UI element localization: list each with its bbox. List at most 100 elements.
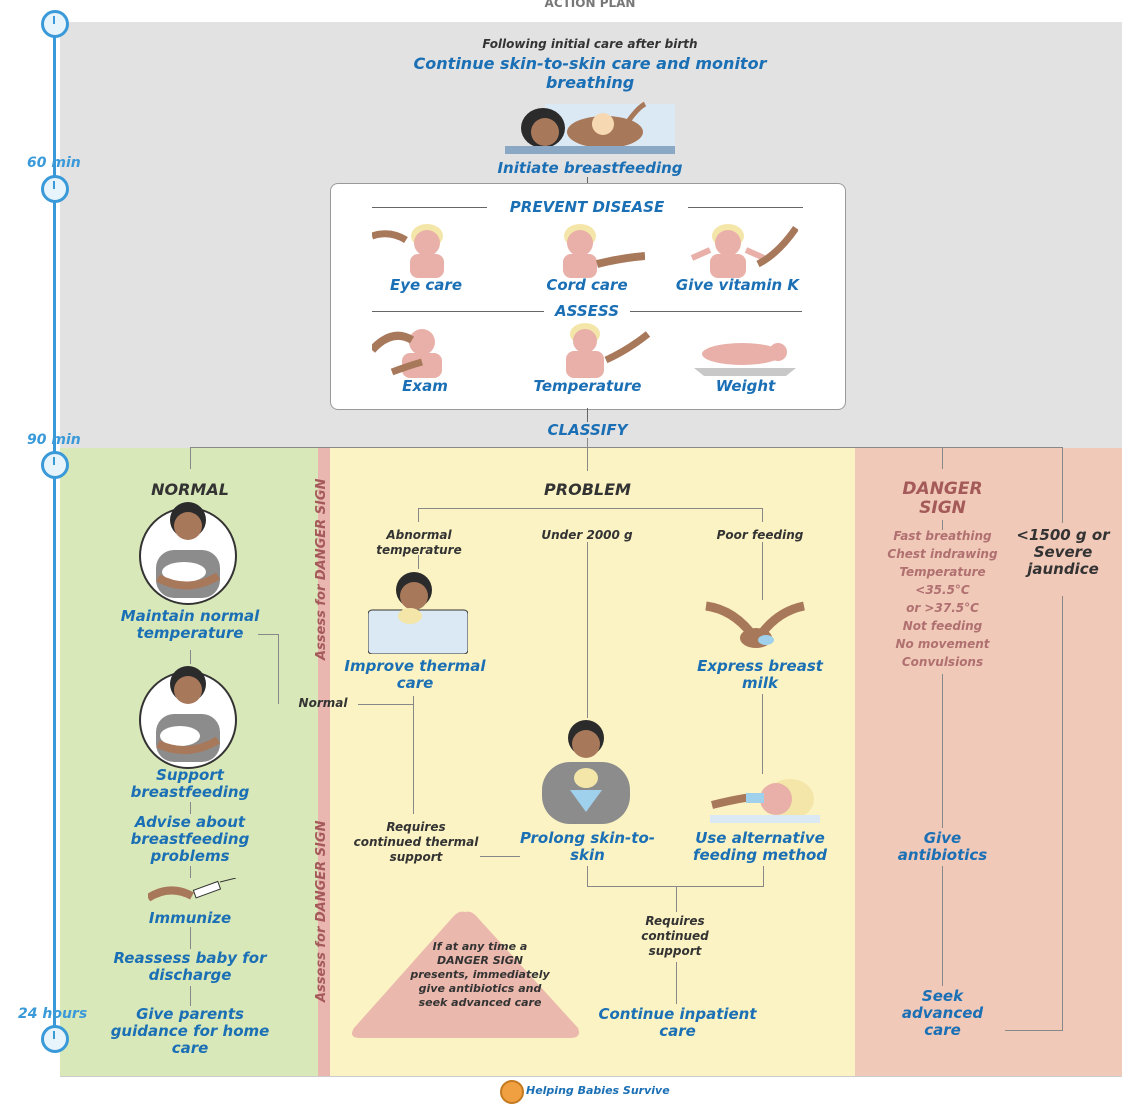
normal-step-breastfeeding: Support breastfeeding: [130, 766, 250, 801]
temperature-illustration: [566, 323, 650, 378]
timeline-start-clock-icon: [41, 10, 69, 38]
danger-arrow-1: [942, 674, 943, 828]
immunize-illustration: [148, 878, 237, 902]
arrow-express-down: [762, 694, 763, 774]
problem-branch-left: [418, 508, 419, 522]
normal-step-advise: Advise about breastfeeding problems: [130, 813, 250, 865]
normal-arrow-3: [190, 866, 191, 878]
assess-danger-sign-lower: Assess for DANGER SIGN: [314, 820, 329, 1002]
normal-step-immunize: Immunize: [148, 909, 232, 927]
clock-90-icon: [41, 451, 69, 479]
eye-care-label: Eye care: [389, 276, 462, 294]
sign-temp-low: <35.5°C: [915, 583, 970, 597]
normal-heading: NORMAL: [151, 480, 229, 499]
thermal-care-illustration: [368, 572, 468, 654]
arrow-merge-down: [676, 886, 677, 912]
prevent-rule-right: [688, 207, 803, 208]
footer-logo-icon: [500, 1080, 524, 1104]
danger-sign-heading: DANGER SIGN: [902, 479, 983, 518]
problem-branch-line: [418, 508, 762, 509]
use-alternative-feeding: Use alternative feeding method: [692, 829, 828, 864]
prolong-skin-to-skin: Prolong skin-to-skin: [520, 829, 655, 864]
merge-line: [587, 866, 764, 887]
assess-rule-left: [372, 311, 544, 312]
sign-temperature: Temperature: [899, 565, 986, 579]
assess-rule-right: [630, 311, 802, 312]
cord-care-label: Cord care: [546, 276, 628, 294]
arrow-normal-back: [358, 704, 413, 705]
alt-feeding-illustration: [710, 779, 820, 823]
timeline-60min: 60 min: [27, 155, 81, 171]
sign-fast-breathing: Fast breathing: [893, 529, 992, 543]
cord-care-illustration: [563, 224, 645, 278]
branch-abnormal-temperature: Abnormal temperature: [376, 528, 462, 557]
give-antibiotics: Give antibiotics: [897, 829, 988, 864]
exam-illustration: [372, 329, 442, 378]
lowweight-line-left: [1005, 1030, 1063, 1031]
danger-section-bg: [855, 448, 1122, 1076]
classify-branch-line: [190, 447, 1062, 448]
timeline-24hours: 24 hours: [18, 1006, 88, 1022]
sign-chest-indrawing: Chest indrawing: [887, 547, 998, 561]
danger-arrow-2: [942, 866, 943, 986]
improve-thermal-care: Improve thermal care: [344, 657, 486, 692]
normal-arrow-2: [190, 802, 191, 814]
warning-text: If at any time a DANGER SIGN presents, i…: [410, 940, 550, 1009]
lowweight-line-down: [1062, 596, 1063, 1030]
branch-danger: [942, 447, 943, 469]
normal-step-temperature: Maintain normal temperature: [120, 607, 260, 642]
clock-24-icon: [41, 1025, 69, 1053]
mother-baby-icon-1: [139, 502, 237, 605]
branch-under-2000g: Under 2000 g: [541, 528, 633, 542]
normal-back-label: Normal: [298, 696, 348, 710]
sign-temp-high: or >37.5°C: [906, 601, 979, 615]
problem-branch-right: [762, 508, 763, 522]
intro-text: Following initial care after birth: [482, 37, 698, 51]
lowweight-jaundice: <1500 g or Severe jaundice: [1016, 526, 1110, 578]
express-milk-illustration: [705, 601, 806, 648]
timeline-line: [53, 22, 56, 1042]
sign-not-feeding: Not feeding: [902, 619, 983, 633]
normal-arrow-4: [190, 927, 191, 949]
skin-to-skin-heading: Continue skin-to-skin care and monitor b…: [413, 54, 767, 92]
sign-no-movement: No movement: [895, 637, 990, 651]
initiate-breastfeeding: Initiate breastfeeding: [497, 159, 683, 177]
clock-60-icon: [41, 175, 69, 203]
normal-arrow-5: [190, 986, 191, 1006]
arrow-poorfeed-down: [762, 542, 763, 600]
sign-convulsions: Convulsions: [901, 655, 984, 669]
arrow-under2000-down: [587, 542, 588, 718]
arrow-abnormal-down: [418, 555, 419, 569]
weight-illustration: [694, 343, 796, 376]
arrow-support-down: [676, 962, 677, 1004]
branch-problem: [587, 438, 588, 471]
danger-strip-bg: [318, 448, 330, 1076]
normal-step-guidance: Give parents guidance for home care: [110, 1005, 270, 1057]
danger-arrow-top: [942, 520, 943, 530]
classify-heading: CLASSIFY: [547, 421, 628, 439]
footer-brand: Helping Babies Survive: [526, 1084, 670, 1097]
mother-baby-icon-2: [139, 666, 237, 769]
branch-poor-feeding: Poor feeding: [716, 528, 804, 542]
eye-care-illustration: [372, 224, 444, 278]
requires-continued-support: Requires continued support: [641, 914, 709, 958]
vitamin-k-illustration: [690, 224, 798, 278]
prevent-rule-left: [372, 207, 487, 208]
prolong-skin-illustration: [542, 720, 630, 824]
normal-arrow-1: [190, 650, 191, 664]
footer-divider: [60, 1076, 1122, 1077]
arrow-thermal-to-prolong: [480, 856, 520, 857]
continue-inpatient-care: Continue inpatient care: [598, 1005, 757, 1040]
temperature-label: Temperature: [533, 377, 642, 395]
prevent-disease-heading: PREVENT DISEASE: [509, 198, 665, 216]
arrow-to-box: [587, 177, 588, 185]
seek-advanced-care: Seek advanced care: [901, 987, 984, 1039]
skin-to-skin-illustration: [505, 101, 675, 154]
arrow-normal-to-temp: [278, 634, 279, 704]
arrow-thermal-down: [413, 696, 414, 814]
vitamin-k-label: Give vitamin K: [675, 276, 800, 294]
weight-label: Weight: [715, 377, 776, 395]
express-breast-milk: Express breast milk: [697, 657, 823, 692]
problem-heading: PROBLEM: [544, 480, 631, 499]
warning-triangle: [352, 911, 579, 1038]
